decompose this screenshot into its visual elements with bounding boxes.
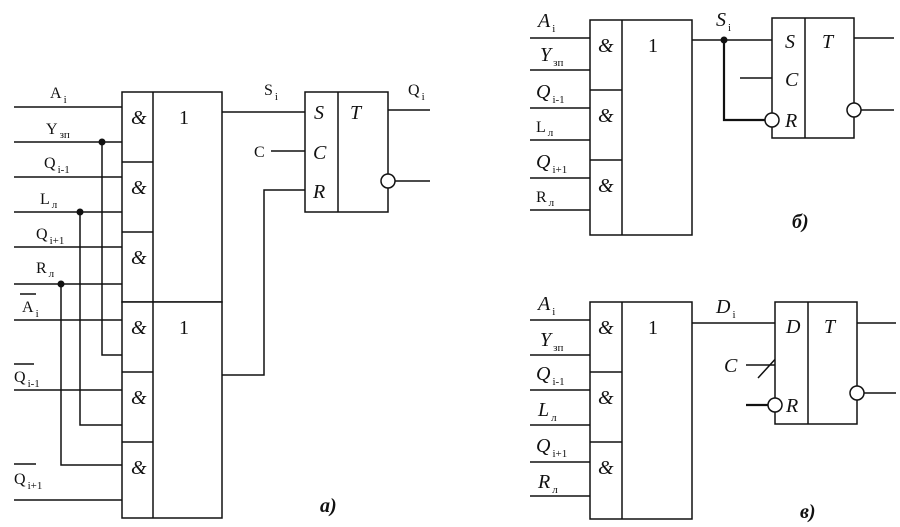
ff-d-pin: D: [785, 316, 801, 338]
ff-s-pin: S: [314, 102, 324, 124]
ff-t-label: T: [824, 316, 837, 338]
and-symbol: &: [131, 177, 147, 199]
caption-a: а): [320, 495, 337, 517]
and-symbol: &: [131, 317, 147, 339]
ff-r-pin: R: [312, 181, 325, 203]
clock-label: C: [724, 355, 738, 377]
ff-t-label: T: [350, 102, 363, 124]
and-symbol: &: [598, 35, 614, 57]
and-symbol: &: [598, 175, 614, 197]
ff-r-pin: R: [785, 395, 798, 417]
caption-c: в): [800, 501, 816, 523]
and-symbol: &: [598, 387, 614, 409]
ff-c-pin: C: [785, 69, 799, 91]
and-symbol: &: [598, 105, 614, 127]
d-flipflop-c: [774, 301, 858, 425]
ff-c-pin: C: [313, 142, 327, 164]
or-symbol: 1: [179, 317, 189, 339]
and-symbol: &: [131, 247, 147, 269]
clock-label: C: [254, 144, 265, 161]
rs-flipflop-b: [771, 17, 855, 139]
and-symbol: &: [131, 387, 147, 409]
caption-b: б): [792, 211, 809, 233]
and-symbol: &: [131, 107, 147, 129]
and-symbol: &: [131, 457, 147, 479]
or-symbol: 1: [648, 35, 658, 57]
or-symbol: 1: [179, 107, 189, 129]
ff-t-label: T: [822, 31, 835, 53]
or-gate-b: [589, 19, 693, 236]
or-symbol: 1: [648, 317, 658, 339]
or-gate-c: [589, 301, 693, 520]
and-symbol: &: [598, 457, 614, 479]
ff-r-pin: R: [784, 110, 797, 132]
or-gate-a-top: [121, 91, 223, 303]
ff-s-pin: S: [785, 31, 795, 53]
rs-flipflop-a: [304, 91, 389, 213]
or-gate-a-bottom: [121, 301, 223, 519]
and-symbol: &: [598, 317, 614, 339]
